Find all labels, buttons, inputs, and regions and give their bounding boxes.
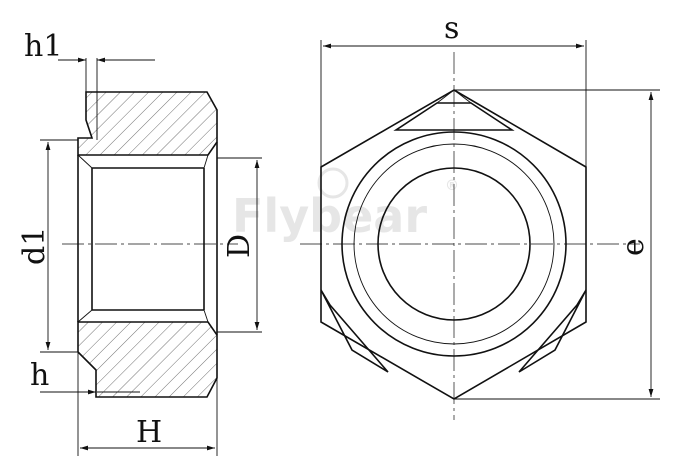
label-H: H: [136, 415, 162, 450]
weld-projection-top: [393, 102, 515, 131]
label-s: s: [444, 11, 459, 46]
watermark-registered-mark: ®: [445, 178, 459, 194]
chamfer-bottom-right: [203, 309, 209, 323]
weld-top-edge-left: [436, 89, 455, 104]
label-h1: h1: [24, 29, 62, 64]
label-d1: d1: [17, 227, 52, 265]
dimension-h1: h1: [24, 29, 155, 140]
bottom-section-hatch: [78, 322, 217, 397]
hex-outline: [320, 89, 587, 400]
section-view: [62, 91, 238, 398]
dimension-s: s: [320, 11, 587, 167]
watermark-bear-icon: [317, 167, 349, 199]
weld-projection-bottom-left: [320, 289, 389, 373]
weld-projection-bottom-right: [518, 289, 587, 373]
top-section-outline: [77, 91, 218, 156]
dimension-e: e: [454, 89, 660, 400]
dimension-H: H: [77, 352, 218, 456]
dimension-d1: d1: [17, 139, 78, 353]
label-D: D: [222, 234, 257, 258]
dimension-D: D: [217, 157, 262, 333]
chamfer-bottom-left: [77, 309, 93, 323]
chamfer-top-right: [203, 154, 209, 169]
label-e: e: [616, 238, 651, 256]
chamfer-top-left: [77, 154, 93, 169]
top-section-hatch: [78, 92, 217, 155]
label-h: h: [30, 358, 49, 393]
bottom-section-outline: [77, 321, 218, 398]
dimension-h: h: [30, 358, 140, 395]
watermark: Flybear ®: [232, 167, 459, 243]
weld-top-edge-right: [453, 89, 472, 104]
